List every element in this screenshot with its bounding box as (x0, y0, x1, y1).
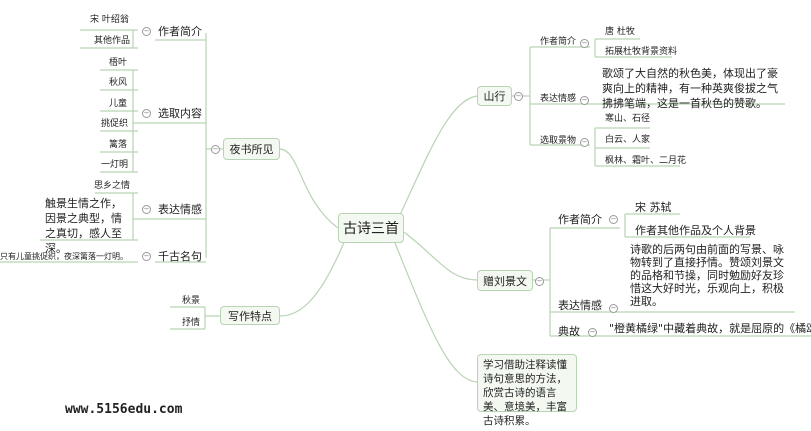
collapse-icon[interactable] (142, 27, 151, 36)
leaf: 思乡之情 (94, 181, 131, 191)
branch-scenery[interactable]: 选取景物 (540, 136, 577, 146)
collapse-icon[interactable] (142, 109, 151, 118)
collapse-icon[interactable] (142, 205, 151, 214)
branch-famous[interactable]: 千古名句 (158, 250, 202, 263)
leaf: 挑促织 (101, 119, 129, 129)
collapse-icon[interactable] (142, 252, 151, 261)
leaf: 其他作品 (94, 36, 131, 46)
leaf: 枫林、霜叶、二月花 (605, 156, 687, 166)
collapse-icon[interactable] (580, 96, 589, 105)
watermark: www.5156edu.com (65, 402, 183, 417)
branch-allusion[interactable]: 典故 (558, 325, 580, 338)
leaf-text: 触景生情之作，因景之典型，情之真切，感人至深。 (45, 197, 122, 255)
leaf: 只有儿童挑促织，夜深篱落一灯明。 (0, 252, 128, 261)
leaf: 作者其他作品及个人背景 (635, 224, 756, 237)
node-shanxing[interactable]: 山行 (477, 86, 512, 106)
leaf: 一灯明 (101, 160, 129, 170)
leaf: 秋景 (182, 296, 201, 306)
leaf: 秋风 (109, 78, 128, 88)
branch-emotion[interactable]: 表达情感 (158, 203, 202, 216)
branch-content[interactable]: 选取内容 (158, 107, 202, 120)
leaf: 梧叶 (109, 58, 128, 68)
leaf: 抒情 (182, 318, 201, 328)
collapse-icon[interactable] (609, 215, 618, 224)
node-zengliujingwen[interactable]: 赠刘景文 (477, 270, 533, 291)
leaf: "橙黄橘绿"中藏着典故，就是屈原的《橘颂》 (609, 322, 811, 335)
collapse-icon[interactable] (211, 145, 220, 154)
leaf: 拓展杜牧背景资料 (605, 47, 678, 57)
leaf: 唐 杜牧 (605, 27, 635, 37)
leaf: 儿童 (109, 99, 128, 109)
node-writing[interactable]: 写作特点 (220, 306, 280, 325)
leaf: 寒山、石径 (605, 114, 651, 124)
branch-author[interactable]: 作者简介 (158, 25, 202, 38)
center-node[interactable]: 古诗三首 (338, 213, 404, 243)
collapse-icon[interactable] (580, 138, 589, 147)
collapse-icon[interactable] (535, 277, 544, 286)
branch-author[interactable]: 作者简介 (540, 37, 577, 47)
leaf: 宋 叶绍翁 (90, 15, 129, 25)
branch-emotion[interactable]: 表达情感 (558, 299, 602, 312)
collapse-icon[interactable] (609, 304, 618, 313)
leaf: 白云、人家 (605, 135, 651, 145)
collapse-icon[interactable] (514, 92, 523, 101)
node-learning-goal[interactable]: 学习借助注释读懂诗句意思的方法，欣赏古诗的语言美、意境美，丰富古诗积累。 (477, 354, 577, 427)
collapse-icon[interactable] (580, 39, 589, 48)
leaf-text: 歌颂了大自然的秋色美，体现出了豪爽向上的精神，有一种英爽俊拔之气拂拂笔端，这是一… (602, 67, 778, 110)
branch-author[interactable]: 作者简介 (558, 213, 602, 226)
branch-emotion[interactable]: 表达情感 (540, 94, 577, 104)
leaf: 篱落 (109, 140, 128, 150)
leaf: 宋 苏轼 (635, 201, 672, 214)
node-yeshusuojian[interactable]: 夜书所见 (223, 138, 280, 160)
collapse-icon[interactable] (588, 328, 597, 337)
leaf-text: 诗歌的后两句由前面的写景、咏物转到了直接抒情。赞颂刘景文的品格和节操，同时勉励好… (630, 243, 784, 308)
